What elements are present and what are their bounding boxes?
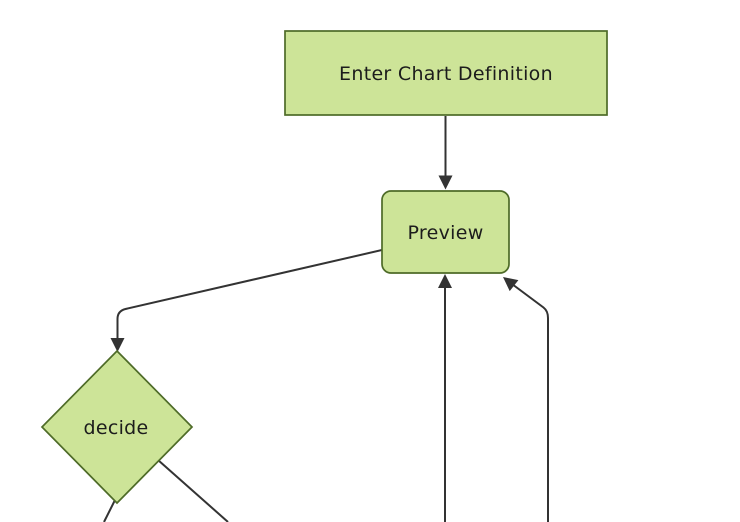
edge-decide-to-bottom-right (157, 459, 229, 522)
node-preview: Preview (381, 190, 510, 274)
node-decide-shape (40, 349, 194, 505)
edge-bottom-right-to-preview (511, 283, 549, 522)
node-decide: decide (40, 349, 194, 505)
node-preview-label: Preview (407, 222, 483, 244)
edge-decide-to-bottom-left (103, 499, 116, 522)
node-enter-chart-definition: Enter Chart Definition (284, 30, 608, 116)
node-decide-label: decide (83, 417, 148, 439)
node-enter-chart-definition-shape (284, 30, 608, 116)
arrowhead-into-preview-bottom (438, 274, 452, 288)
arrowhead-into-decide-top (110, 338, 125, 352)
node-preview-shape (381, 190, 510, 274)
node-enter-chart-definition-label: Enter Chart Definition (339, 63, 553, 85)
arrowhead-into-preview-top (438, 175, 453, 190)
arrowhead-into-preview-corner (503, 277, 519, 292)
edge-preview-to-decide (116, 249, 383, 345)
edges (103, 116, 549, 522)
